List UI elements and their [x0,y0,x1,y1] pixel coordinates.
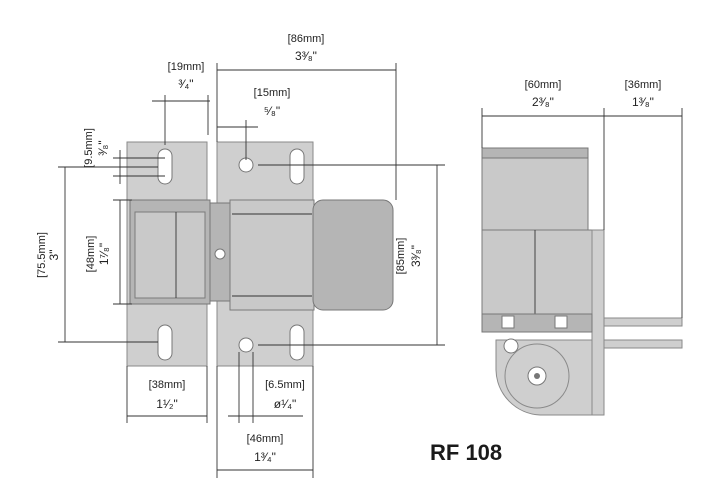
hinge-main-body [229,199,315,311]
left-bottom-slot [157,324,173,361]
side-upper-body [481,147,589,231]
dim-hole-offset-inch: ⁵⁄₈" [264,104,280,118]
dim-overall-height-inch: 3³⁄₈" [409,245,423,267]
dim-slot-spacing-inch: 3" [47,250,61,261]
dim-body-height-mm: [48mm] [85,236,97,273]
right-bottom-slot [289,324,305,361]
side-arm-top [603,317,683,327]
hinge-cap [312,199,394,311]
right-bottom-hole [238,337,254,353]
dim-slot-height-inch: ³⁄₈" [96,140,110,155]
side-arm-bottom [603,339,683,349]
dim-overall-width-inch: 3³⁄₈" [295,49,317,63]
right-top-hole [238,157,254,173]
dim-body-height-inch: 1⁷⁄₈" [97,243,111,265]
dim-slot-offset-mm: [19mm] [168,61,205,73]
side-lower-body [481,229,593,315]
dim-side-arm-inch: 1³⁄₈" [632,95,654,109]
dim-overall-width-mm: [86mm] [288,33,325,45]
dim-right-plate-width-mm: [46mm] [247,433,284,445]
left-top-slot [157,148,173,185]
dim-left-plate-width-inch: 1¹⁄₂" [156,397,178,411]
dim-side-depth-mm: [60mm] [525,79,562,91]
side-view [481,147,683,416]
dim-side-depth-inch: 2³⁄₈" [532,95,554,109]
dim-slot-offset-inch: ³⁄₄" [178,77,193,91]
side-base-bar [481,313,593,333]
side-pivot-small [503,338,519,354]
dim-hole-diameter-mm: [6.5mm] [265,379,305,391]
front-view [126,141,394,367]
dim-slot-spacing-mm: [75.5mm] [36,232,48,278]
dim-right-plate-width-inch: 1³⁄₄" [254,450,276,464]
dim-hole-offset-mm: [15mm] [254,87,291,99]
dim-slot-height-mm: [9.5mm] [83,128,95,168]
side-dimensions: [60mm] 2³⁄₈" [36mm] 1³⁄₈" [481,79,683,318]
right-top-slot [289,148,305,185]
model-title: RF 108 [430,440,502,465]
dim-hole-diameter-inch: ø¹⁄₄" [274,397,297,411]
front-dimensions: [86mm] 3³⁄₈" [19mm] ³⁄₄" [15mm] ⁵⁄₈" [9.… [36,33,445,478]
dim-left-plate-width-mm: [38mm] [149,379,186,391]
dim-overall-height-mm: [85mm] [395,238,407,275]
dim-side-arm-mm: [36mm] [625,79,662,91]
side-mount-plate [591,229,605,416]
